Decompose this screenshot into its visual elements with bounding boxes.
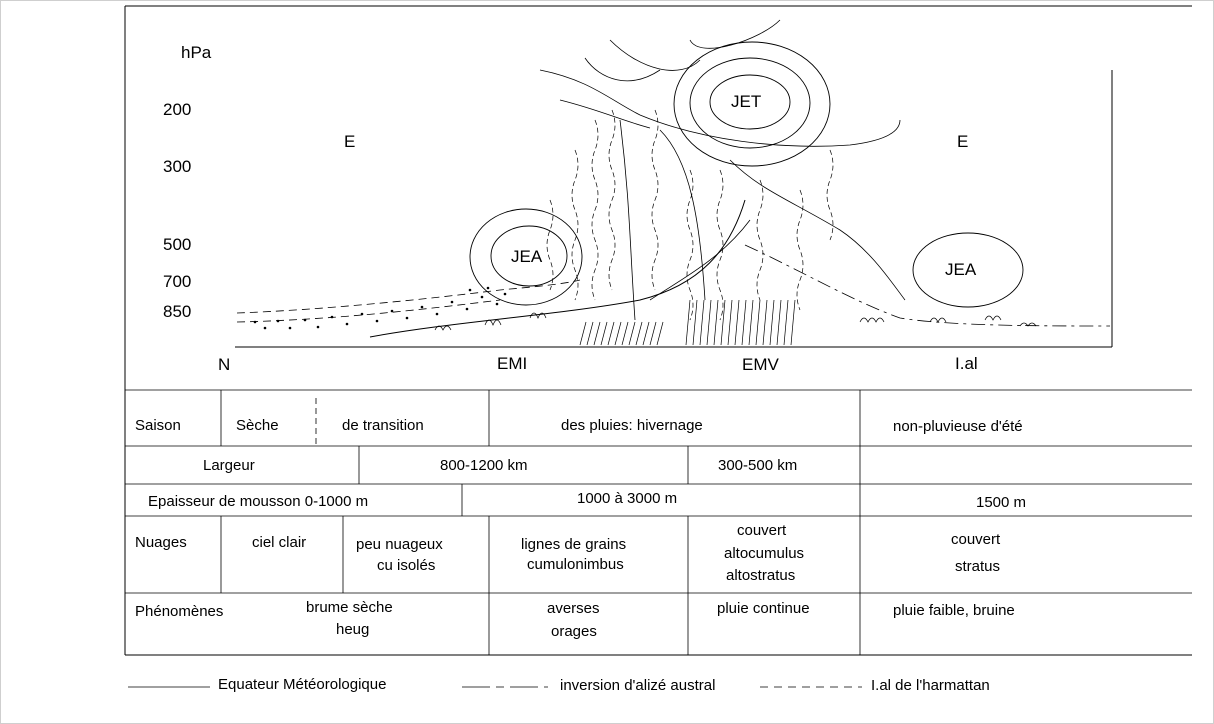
trade-inversion-line bbox=[744, 244, 1111, 327]
nuages-lignes-de-grains: lignes de grains bbox=[521, 536, 627, 553]
axis-tick-850: 850 bbox=[163, 302, 192, 321]
nuages-couvert-2: couvert bbox=[951, 531, 1001, 548]
anvil-lines bbox=[539, 19, 906, 321]
phenomenes-heug: heug bbox=[336, 621, 370, 638]
phenomenes-pluie-faible: pluie faible, bruine bbox=[893, 602, 1015, 619]
nuages-cu-isoles: cu isolés bbox=[377, 557, 436, 574]
jea-right-label: JEA bbox=[945, 260, 977, 279]
nuages-cumulonimbus: cumulonimbus bbox=[527, 556, 624, 573]
meteorological-equator-line bbox=[369, 199, 746, 338]
nuages-peu-nuageux: peu nuageux bbox=[356, 536, 443, 553]
nuages-header: Nuages bbox=[135, 534, 187, 551]
saison-header: Saison bbox=[135, 417, 181, 434]
phenomenes-brume-seche: brume sèche bbox=[306, 599, 393, 616]
table-grid bbox=[125, 389, 1192, 655]
jea-left-label: JEA bbox=[511, 247, 543, 266]
nuages-altocumulus: altocumulus bbox=[724, 545, 805, 562]
legend-solid-label: Equateur Météorologique bbox=[218, 676, 387, 693]
jea-right-core bbox=[912, 232, 1024, 308]
jet-core bbox=[673, 41, 831, 167]
emv-label: EMV bbox=[742, 355, 779, 374]
axis-unit-label: hPa bbox=[181, 43, 212, 62]
phenomenes-header: Phénomènes bbox=[135, 603, 224, 620]
axis-tick-500: 500 bbox=[163, 235, 192, 254]
phenomenes-orages: orages bbox=[551, 623, 597, 640]
largeur-value-2: 300-500 km bbox=[718, 457, 798, 474]
phenomenes-pluie-continue: pluie continue bbox=[717, 600, 810, 617]
jet-label: JET bbox=[731, 92, 762, 111]
nuages-ciel-clair: ciel clair bbox=[252, 534, 307, 551]
legend-dashed-label: I.al de l'harmattan bbox=[871, 677, 990, 694]
emi-label: EMI bbox=[497, 354, 528, 373]
axis-tick-300: 300 bbox=[163, 157, 192, 176]
axis-tick-200: 200 bbox=[163, 100, 192, 119]
saison-seche: Sèche bbox=[236, 417, 279, 434]
harmattan-limit-line-lower bbox=[236, 299, 501, 323]
phenomenes-averses: averses bbox=[547, 600, 600, 617]
air-mass-label-right: E bbox=[957, 132, 969, 151]
axis-tick-700: 700 bbox=[163, 272, 192, 291]
cloud-columns bbox=[546, 109, 834, 321]
largeur-header: Largeur bbox=[203, 457, 255, 474]
saison-pluies: des pluies: hivernage bbox=[561, 417, 703, 434]
saison-ete: non-pluvieuse d'été bbox=[893, 418, 1023, 435]
epaisseur-header: Epaisseur de mousson 0-1000 m bbox=[148, 493, 369, 510]
air-mass-label-left: E bbox=[344, 132, 356, 151]
saison-transition: de transition bbox=[342, 417, 424, 434]
nuages-stratus: stratus bbox=[955, 558, 1001, 575]
epaisseur-value-2: 1500 m bbox=[976, 494, 1027, 511]
largeur-value-1: 800-1200 km bbox=[440, 457, 528, 474]
jea-left-core bbox=[469, 208, 583, 306]
nuages-altostratus: altostratus bbox=[726, 567, 796, 584]
low-cumulus bbox=[434, 312, 1037, 331]
epaisseur-value-1: 1000 à 3000 m bbox=[577, 490, 678, 507]
rain-hatching-emi bbox=[579, 321, 664, 346]
nuages-couvert-1: couvert bbox=[737, 522, 787, 539]
legend-dashdot-label: inversion d'alizé austral bbox=[560, 677, 716, 694]
north-label: N bbox=[218, 355, 231, 374]
rain-hatching-emv bbox=[685, 299, 796, 346]
dust-haze-dots bbox=[253, 286, 507, 330]
harmattan-limit-line bbox=[236, 279, 581, 314]
ial-label: I.al bbox=[955, 354, 978, 373]
